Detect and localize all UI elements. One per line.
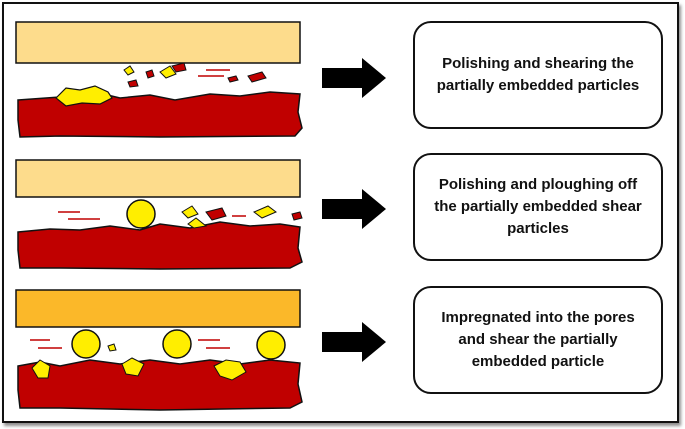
- debris-particle: [123, 65, 135, 76]
- embedded-particle: [121, 357, 145, 377]
- debris-particle: [247, 71, 267, 83]
- substrate-2: [17, 221, 303, 270]
- debris-particle: [181, 205, 199, 219]
- polishing-sphere: [256, 330, 286, 360]
- right-arrow-icon: [322, 189, 386, 229]
- polisher-plate-1: [15, 21, 301, 64]
- step-3-line-3: embedded particle: [471, 353, 605, 370]
- panel-2-illustration: [15, 159, 303, 270]
- step-1-line-1: Polishing and shearing the: [442, 55, 634, 72]
- step-1-text: Polishing and shearing the partially emb…: [423, 53, 654, 97]
- motion-lines-2: [58, 211, 246, 220]
- polisher-plate-2: [15, 159, 301, 198]
- embedded-particle-1: [55, 85, 113, 107]
- debris-particle: [227, 75, 239, 83]
- substrate-3: [17, 359, 303, 411]
- right-arrow-icon: [322, 58, 386, 98]
- embedded-particle: [213, 359, 247, 381]
- debris-particle: [291, 211, 303, 221]
- debris-particle: [171, 62, 187, 73]
- right-arrow-icon: [322, 322, 386, 362]
- polishing-sphere: [162, 329, 192, 359]
- debris-particle: [107, 343, 117, 352]
- debris-particle: [253, 205, 277, 219]
- debris-particle: [159, 65, 177, 79]
- polishing-sphere: [71, 329, 101, 359]
- panel-3-illustration: [15, 289, 303, 411]
- motion-lines-1: [198, 69, 230, 77]
- step-3-line-1: Impregnated into the pores: [441, 309, 635, 326]
- motion-lines-3: [30, 339, 230, 349]
- step-1-box: Polishing and shearing the partially emb…: [413, 21, 663, 129]
- step-1-line-2: partially embedded particles: [436, 77, 640, 94]
- step-3-line-2: and shear the partially: [458, 331, 618, 348]
- debris-particle: [205, 207, 227, 221]
- step-2-text: Polishing and ploughing off the partiall…: [420, 174, 656, 240]
- step-3-text: Impregnated into the pores and shear the…: [427, 307, 648, 373]
- step-2-line-3: particles: [507, 220, 569, 237]
- embedded-particle: [31, 359, 51, 379]
- polisher-plate-3: [15, 289, 301, 328]
- polishing-sphere: [126, 199, 156, 229]
- step-3-box: Impregnated into the pores and shear the…: [413, 286, 663, 394]
- step-2-box: Polishing and ploughing off the partiall…: [413, 153, 663, 261]
- debris-particle: [187, 217, 208, 229]
- panel-1-illustration: [15, 21, 303, 138]
- debris-particle: [127, 79, 139, 88]
- debris-particle: [145, 69, 155, 79]
- step-2-line-2: the partially embedded shear: [434, 198, 642, 215]
- step-2-line-1: Polishing and ploughing off: [438, 176, 638, 193]
